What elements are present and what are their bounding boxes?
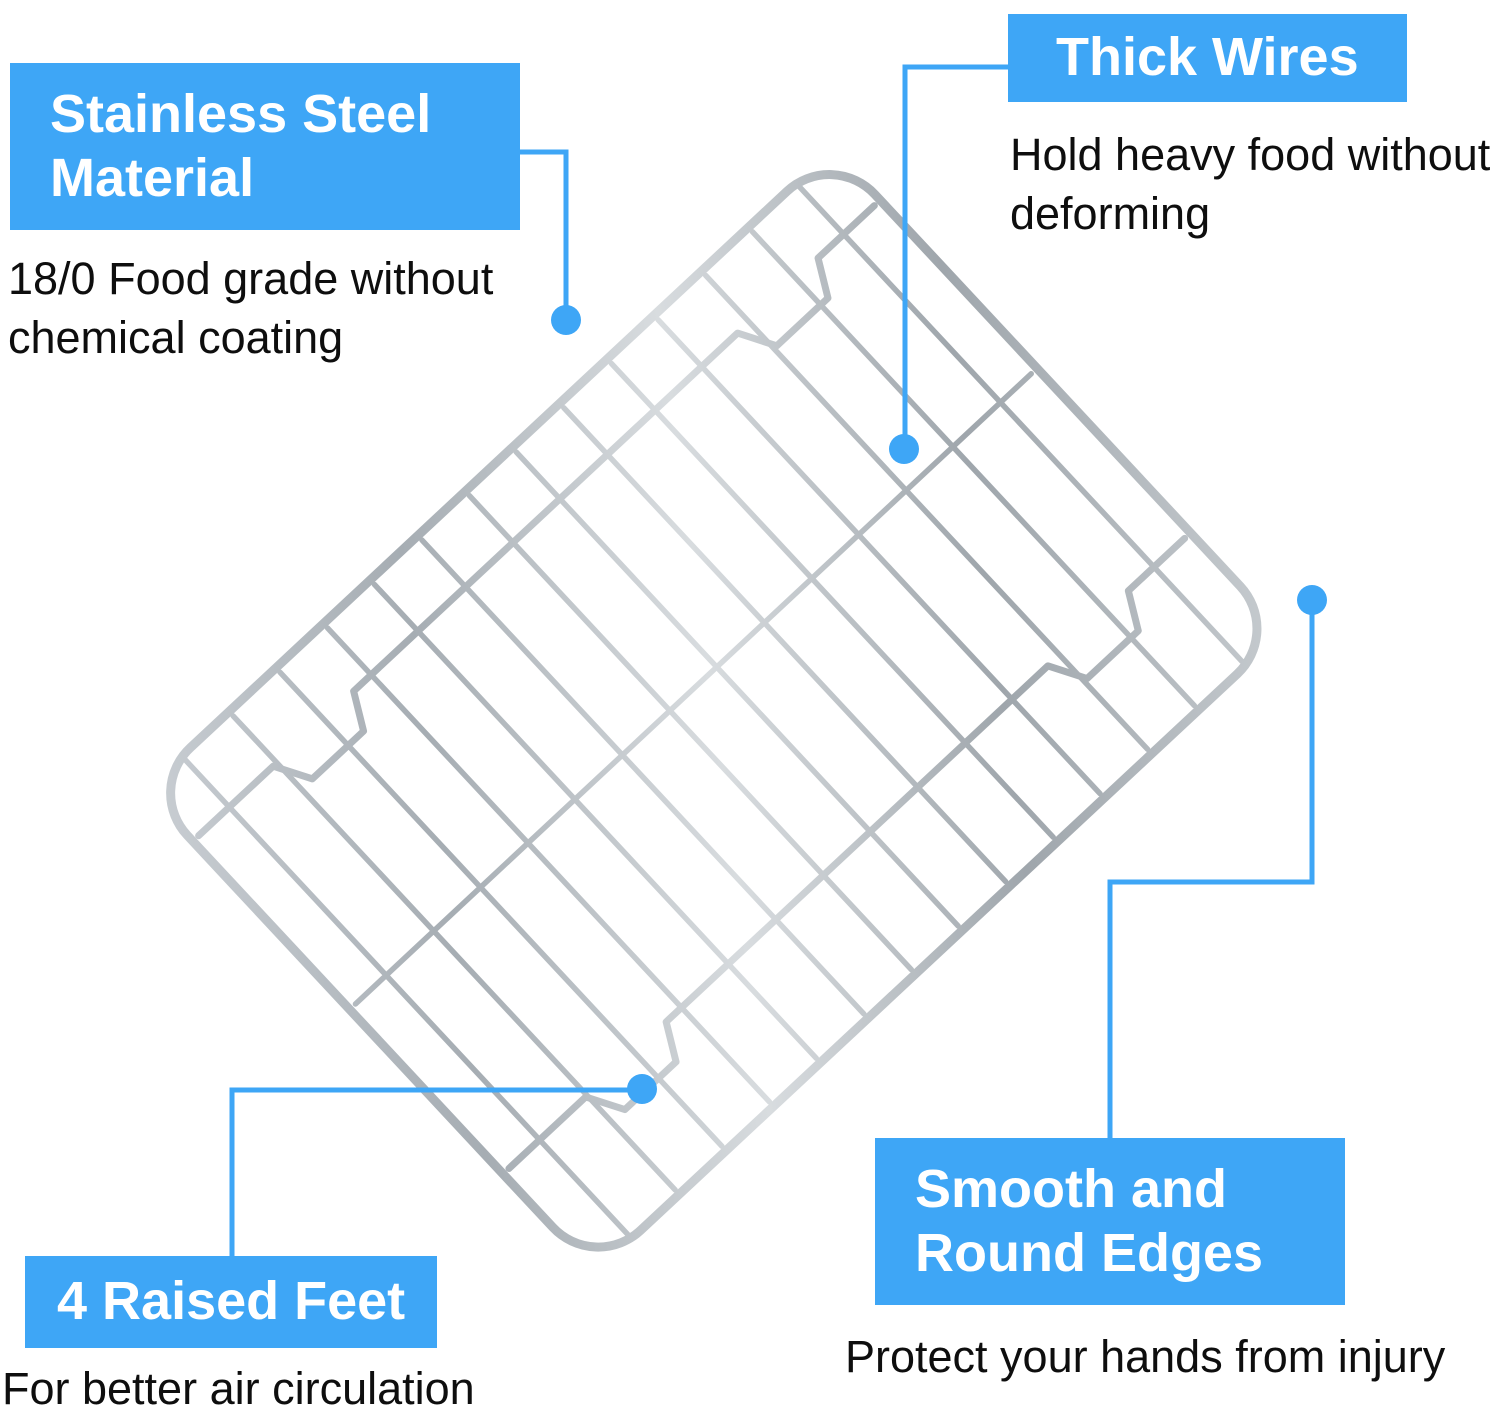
rack-support-bar-top [195, 202, 878, 840]
wires-description: Hold heavy food without deforming [1010, 129, 1491, 239]
material-title-badge: Stainless Steel Material [10, 63, 520, 231]
edges-description: Protect your hands from injury [845, 1331, 1446, 1382]
wires-title-badge: Thick Wires [1008, 14, 1407, 102]
rack-support-bar-middle [352, 371, 1034, 1007]
feet-description: For better air circulation [2, 1363, 475, 1410]
edges-title-badge: Smooth and Round Edges [875, 1138, 1345, 1306]
callout-dot-wires [889, 434, 919, 464]
material-description: 18/0 Food grade without chemical coating [8, 253, 494, 363]
feet-title-badge: 4 Raised Feet [25, 1256, 438, 1348]
callout-line-wires [902, 64, 1008, 447]
rack-wires [182, 184, 1245, 1237]
callout-dot-feet [627, 1074, 657, 1104]
callout-dot-edges [1297, 585, 1327, 615]
rack-support-bar-bottom [505, 534, 1189, 1173]
callout-line-edges [1107, 600, 1315, 1138]
callout-line-feet [229, 1087, 640, 1256]
callouts [229, 64, 1327, 1256]
cooling-rack-image [166, 170, 1262, 1252]
callout-line-material [520, 149, 569, 318]
callout-dot-material [551, 305, 581, 335]
rack-frame [166, 170, 1262, 1252]
